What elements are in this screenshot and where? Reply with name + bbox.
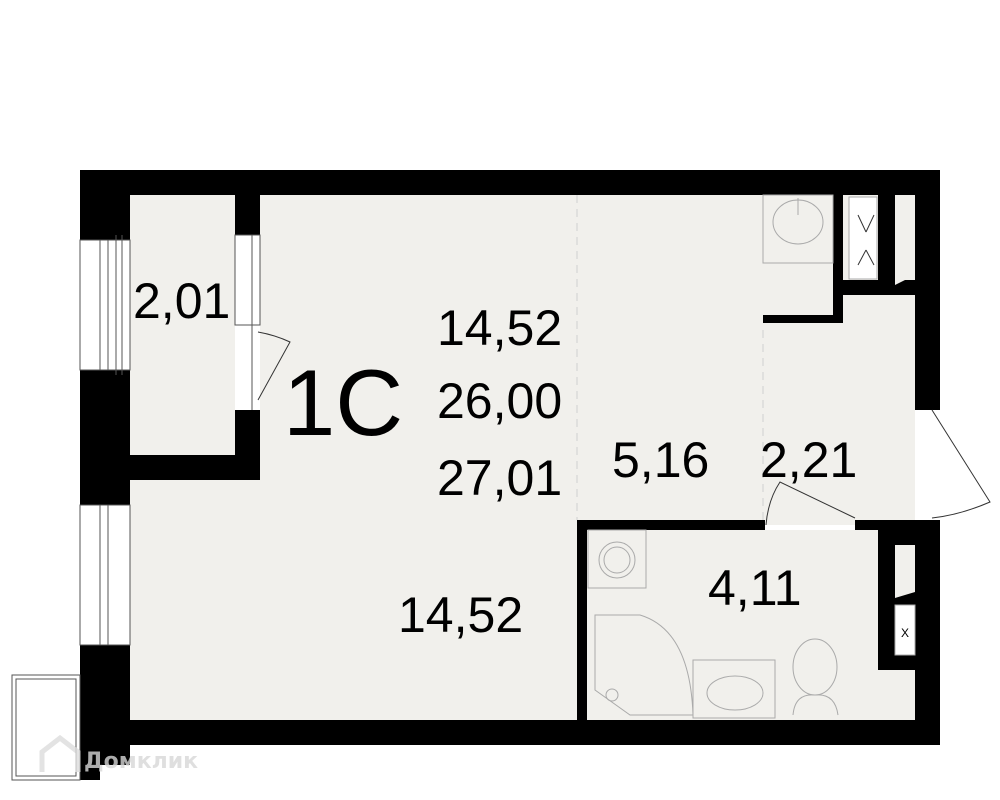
- summary-total-area: 27,01: [437, 450, 562, 506]
- hallway-area: 2,21: [760, 432, 857, 488]
- loggia-area: 2,01: [133, 273, 230, 329]
- window-living: [79, 504, 131, 646]
- zone-dividers: [576, 195, 764, 520]
- watermark-text: Домклик: [84, 749, 198, 774]
- door-loggia: [257, 331, 291, 401]
- walls: [80, 170, 940, 780]
- entrance-door: [931, 409, 991, 519]
- door-bathroom: [765, 481, 856, 526]
- bathroom-floor: [587, 530, 917, 720]
- wall-bottom: [130, 720, 940, 745]
- wall-top: [80, 170, 940, 195]
- fixtures: [587, 194, 839, 719]
- washing-machine: [587, 529, 647, 589]
- windows: [11, 234, 261, 781]
- apartment-type: 1С: [283, 350, 403, 455]
- shaft-box: [848, 196, 878, 280]
- doors: [257, 331, 991, 526]
- ac-unit-box: [11, 674, 81, 781]
- living-room-floor: [130, 480, 580, 720]
- floor-areas: [130, 195, 917, 720]
- bathroom-area: 4,11: [708, 560, 802, 616]
- living-room-area: 14,52: [398, 587, 523, 643]
- kitchen-area: 5,16: [612, 432, 709, 488]
- shaft-box-x: [894, 604, 916, 656]
- kitchen-living-floor: [260, 195, 915, 525]
- watermark: Домклик: [39, 734, 198, 774]
- loggia-floor: [130, 195, 235, 455]
- house-logo-icon: [39, 734, 81, 772]
- ventilation-shafts: X: [848, 196, 916, 656]
- svg-text:X: X: [901, 626, 909, 640]
- stove: [762, 194, 834, 264]
- summary-living-area: 14,52: [437, 300, 562, 356]
- sink: [692, 659, 776, 719]
- summary-area-excl-loggia: 26,00: [437, 373, 562, 429]
- window-inner: [234, 234, 261, 326]
